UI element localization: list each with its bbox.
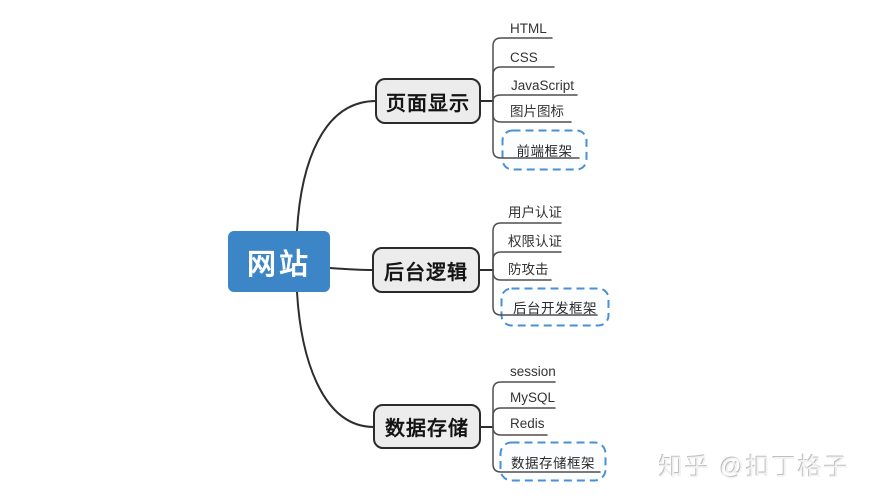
frame-backend-framework[interactable] xyxy=(500,287,610,327)
edge-mysql xyxy=(492,407,556,428)
edge-frontend-framework xyxy=(492,100,580,159)
subtopic-redis[interactable]: Redis xyxy=(510,416,545,431)
subtopic-backend-framework[interactable]: 后台开发框架 xyxy=(513,301,597,316)
edge-user-auth xyxy=(492,222,562,271)
subtopic-css[interactable]: CSS xyxy=(510,50,538,65)
edge-root-page-display xyxy=(296,100,377,232)
branch-topic-backend-logic[interactable]: 后台逻辑 xyxy=(372,247,480,293)
branch-topic-page-display[interactable]: 页面显示 xyxy=(375,78,481,124)
edge-permission-auth xyxy=(492,251,562,271)
edge-backend-framework xyxy=(492,269,598,316)
subtopic-user-auth[interactable]: 用户认证 xyxy=(508,205,562,220)
subtopic-session[interactable]: session xyxy=(510,364,556,379)
edge-root-data-storage xyxy=(296,291,375,428)
subtopic-mysql[interactable]: MySQL xyxy=(510,390,556,405)
subtopic-permission-auth[interactable]: 权限认证 xyxy=(508,234,562,249)
edge-javascript xyxy=(492,94,578,102)
edge-css xyxy=(492,66,555,102)
edge-session xyxy=(492,381,556,428)
edge-storage-framework xyxy=(492,426,601,473)
edge-root-backend-logic xyxy=(329,267,373,271)
branch-topic-data-storage[interactable]: 数据存储 xyxy=(373,404,481,449)
watermark: 知乎 @扣丁格子 xyxy=(659,454,851,481)
subtopic-frontend-framework[interactable]: 前端框架 xyxy=(516,144,573,159)
edge-html xyxy=(492,37,553,102)
frame-frontend-framework[interactable] xyxy=(501,129,588,171)
frame-storage-framework[interactable] xyxy=(499,441,607,482)
subtopic-storage-framework[interactable]: 数据存储框架 xyxy=(511,455,595,471)
subtopic-javascript[interactable]: JavaScript xyxy=(511,78,575,93)
root-topic[interactable]: 网站 xyxy=(228,231,330,292)
subtopic-image-icons[interactable]: 图片图标 xyxy=(510,104,564,119)
subtopic-anti-attack[interactable]: 防攻击 xyxy=(508,262,549,277)
subtopic-html[interactable]: HTML xyxy=(510,21,547,36)
